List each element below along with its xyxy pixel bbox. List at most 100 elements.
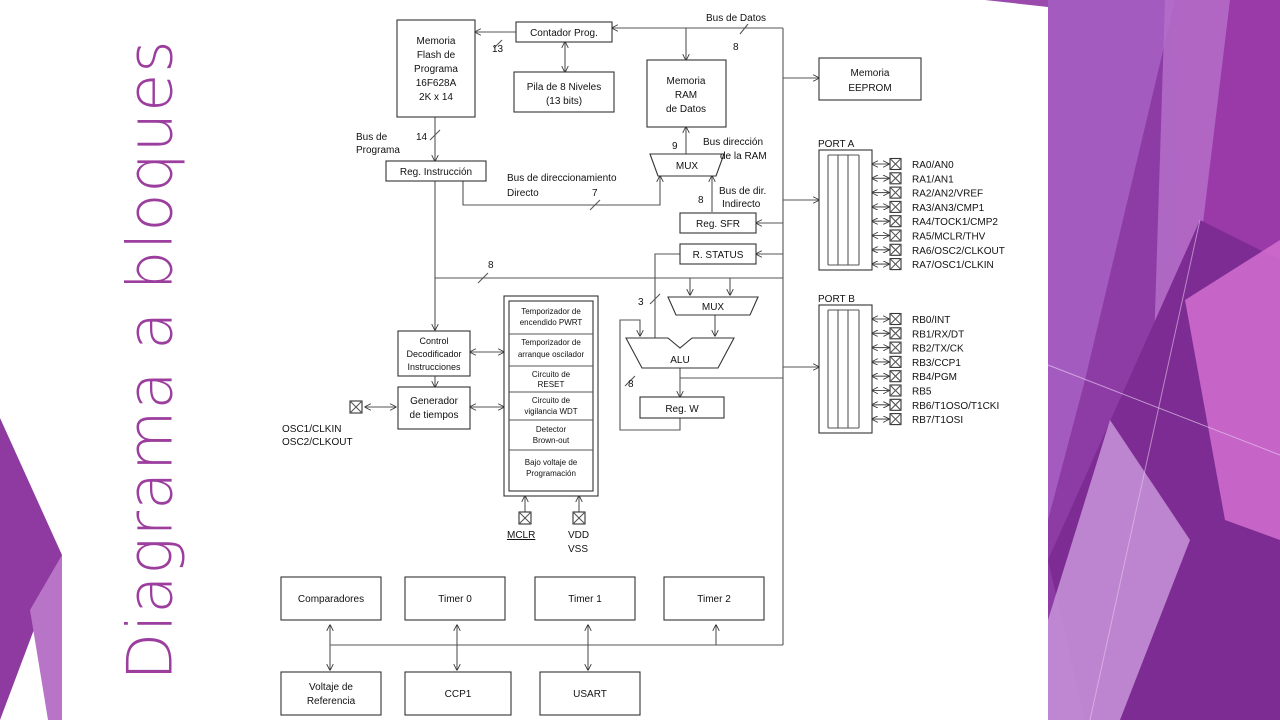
flash-line-1: Memoria [417, 36, 456, 47]
pin-row: RA2/AN2/VREF [872, 186, 983, 200]
pin-label: RA0/AN0 [912, 160, 954, 171]
pin-box-icon [889, 327, 902, 340]
timer-block-6-line-1: Bajo voltaje de [525, 458, 578, 467]
pin-label: RA5/MCLR/THV [912, 232, 986, 243]
vref-line-1: Voltaje de [309, 682, 353, 693]
pin-box-icon [889, 384, 902, 397]
port-b: PORT B RB0/INTRB1/RX/DTRB2/TX/CKRB3/CCP1… [818, 294, 999, 434]
timer-block-6-line-2: Programación [526, 469, 576, 478]
label-bus-dir-ram-width: 9 [672, 141, 678, 152]
timer0-label: Timer 0 [438, 594, 472, 605]
pin-row: RB7/T1OSI [872, 413, 963, 426]
reg-sfr-label: Reg. SFR [696, 219, 740, 230]
pin-label: RA7/OSC1/CLKIN [912, 260, 994, 271]
right-facet-line-2 [1089, 219, 1201, 720]
block-flash: Memoria Flash de Programa 16F628A 2K x 1… [396, 19, 476, 118]
port-a: PORT A RA0/AN0RA1/AN1RA2/AN2/VREFRA3/AN3… [818, 139, 1005, 271]
pin-row: RA4/TOCK1/CMP2 [872, 215, 998, 228]
block-control: Control Decodificador Instrucciones [397, 330, 471, 377]
label-mux-alu-width: 3 [638, 297, 644, 308]
timer2-label: Timer 2 [697, 594, 731, 605]
timer1-label: Timer 1 [568, 594, 602, 605]
pin-box-icon [889, 355, 902, 368]
stack-line-1: Pila de 8 Niveles [527, 82, 601, 93]
block-eeprom: Memoria EEPROM [818, 57, 922, 101]
label-flash-width: 13 [492, 44, 504, 55]
slash-8-alu [624, 375, 636, 387]
control-line-3: Instrucciones [407, 362, 461, 372]
label-bus-dir-ram-2: de la RAM [720, 151, 767, 162]
label-osc2: OSC2/CLKOUT [282, 437, 353, 448]
ram-line-2: RAM [675, 90, 697, 101]
timer-block-2-line-2: arranque oscilador [518, 350, 585, 359]
status-label: R. STATUS [693, 250, 744, 261]
pin-box-icon [889, 172, 902, 185]
mux-alu-label: MUX [702, 302, 725, 313]
pin-row: RA6/OSC2/CLKOUT [872, 243, 1005, 257]
label-bus-directo-width: 7 [592, 188, 598, 199]
vdd-pin-icon [572, 511, 586, 525]
control-line-2: Decodificador [406, 349, 461, 359]
timer-block-5-line-2: Brown-out [533, 436, 570, 445]
timer-block-1-line-1: Temporizador de [521, 307, 581, 316]
control-line-1: Control [419, 336, 448, 346]
pin-label: RA4/TOCK1/CMP2 [912, 217, 998, 228]
left-facet-light [30, 555, 62, 720]
pin-row: RB1/RX/DT [872, 327, 964, 340]
timing-line-1: Generador [410, 396, 458, 407]
label-instr-bus-width: 8 [488, 260, 494, 271]
pin-box-icon [889, 243, 902, 256]
label-bus-dir-ram-1: Bus dirección [703, 137, 763, 148]
pin-box-icon [889, 186, 902, 199]
block-comparadores: Comparadores [280, 576, 382, 621]
bus-labels: Bus de Datos 8 13 Bus de Programa 14 Bus… [282, 13, 767, 555]
label-bus-programa-width: 14 [416, 132, 428, 143]
label-mclr: MCLR [507, 530, 535, 541]
pin-label: RB4/PGM [912, 372, 957, 383]
pin-box-icon [889, 258, 902, 271]
ram-line-1: Memoria [667, 76, 706, 87]
block-usart: USART [539, 671, 641, 716]
stack-line-2: (13 bits) [546, 96, 582, 107]
pin-label: RB7/T1OSI [912, 415, 963, 426]
pin-label: RA6/OSC2/CLKOUT [912, 246, 1005, 257]
block-reg-w: Reg. W [639, 396, 725, 419]
block-mux-top: MUX [649, 153, 725, 177]
left-facet-dark [0, 418, 62, 720]
mux-top-label: MUX [676, 161, 699, 172]
block-timers-column: Temporizador de encendido PWRT Temporiza… [503, 295, 599, 497]
pin-box-icon [889, 413, 902, 426]
port-a-title: PORT A [818, 139, 855, 150]
label-vss: VSS [568, 544, 588, 555]
direct-address-bus [462, 176, 660, 206]
eeprom-line-2: EEPROM [848, 83, 891, 94]
top-accent [985, 0, 1048, 7]
slash-bus-datos [739, 23, 749, 35]
pin-label: RA3/AN3/CMP1 [912, 203, 985, 214]
osc-pin-icon [349, 400, 363, 414]
counter-label: Contador Prog. [530, 28, 598, 39]
pin-row: RB5 [872, 384, 932, 398]
pin-label: RB6/T1OSO/T1CKI [912, 401, 999, 412]
timer-block-4-line-2: vigilancia WDT [524, 407, 577, 416]
pin-label: RB3/CCP1 [912, 358, 961, 369]
pin-row: RA5/MCLR/THV [872, 229, 986, 243]
usart-label: USART [573, 689, 607, 700]
pin-boxes [349, 400, 586, 525]
block-alu: ALU [625, 337, 735, 369]
flash-line-4: 16F628A [416, 78, 457, 89]
instruction-literal-bus [435, 277, 690, 295]
label-bus-programa-2: Programa [356, 145, 400, 156]
w-feedback [619, 319, 681, 431]
block-ram: Memoria RAM de Datos [646, 59, 727, 128]
timer-block-4-line-1: Circuito de [532, 396, 571, 405]
block-stack: Pila de 8 Niveles (13 bits) [513, 71, 615, 113]
block-reg-instruccion: Reg. Instrucción [385, 160, 487, 182]
slash-14 [429, 129, 441, 141]
label-bus-indirecto-width: 8 [698, 195, 704, 206]
block-vref: Voltaje de Referencia [280, 671, 382, 716]
timer-block-5-line-1: Detector [536, 425, 567, 434]
